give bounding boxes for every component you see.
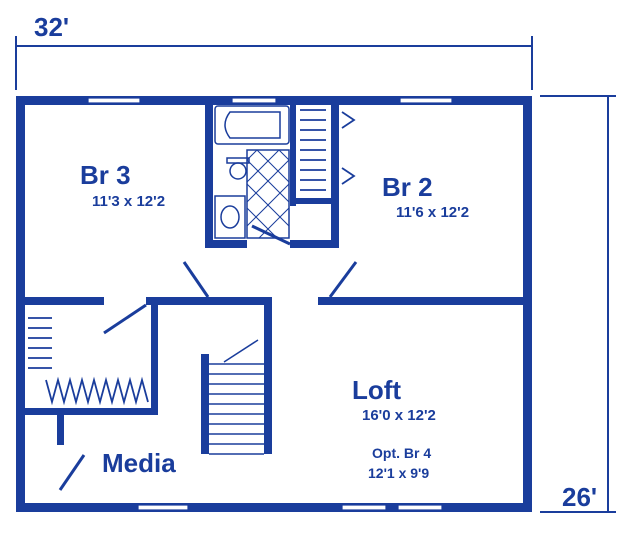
closet-left-hangers — [28, 317, 52, 369]
room-media-name: Media — [102, 448, 176, 478]
door-bath — [251, 224, 291, 246]
room-br3-name: Br 3 — [80, 160, 131, 190]
window-south-2 — [341, 504, 387, 511]
walls — [16, 96, 532, 512]
window-br2 — [399, 97, 453, 104]
door-br3 — [182, 261, 210, 298]
closet-wall-east — [331, 96, 339, 248]
door-media — [58, 454, 86, 491]
door-br2 — [328, 261, 358, 298]
closet-wall-bottom — [290, 240, 339, 248]
bath-tile-floor — [246, 149, 290, 239]
window-br3 — [87, 97, 141, 104]
bath-wall-west — [205, 96, 213, 248]
toilet-tank — [226, 157, 250, 164]
bath-closet-divider — [290, 96, 296, 206]
door-closet-left — [103, 303, 147, 335]
stairs — [209, 339, 264, 455]
room-loft-size: 16'0 x 12'2 — [362, 407, 436, 424]
bathtub — [214, 105, 290, 145]
closet-wall-bottom-left — [16, 408, 158, 415]
partition-west — [16, 297, 104, 305]
bathtub-basin — [224, 111, 281, 139]
stair-treads — [209, 363, 264, 455]
closet-wall-right — [151, 297, 158, 415]
overall-depth-label: 26' — [562, 482, 598, 512]
partition-center — [146, 297, 271, 305]
room-loft-note-size: 12'1 x 9'9 — [368, 465, 430, 481]
stair-wall-right — [264, 297, 272, 454]
stair-arrow-line — [223, 339, 259, 363]
closet-br2-hangers — [300, 109, 326, 191]
stair-wall-left — [201, 354, 209, 454]
toilet-icon — [229, 162, 247, 180]
closet-br2-shelf — [341, 111, 356, 185]
room-br3-size: 11'3 x 12'2 — [92, 193, 166, 210]
closet-inner-wall — [296, 198, 339, 204]
wall-south — [16, 503, 532, 512]
sink-icon — [220, 205, 240, 229]
bath-tile-grid — [246, 149, 290, 239]
room-loft-name: Loft — [352, 375, 402, 405]
room-br2-size: 11'6 x 12'2 — [396, 204, 470, 221]
bath-wall-bottom — [205, 240, 247, 248]
closet-bottom-hangers — [45, 376, 149, 406]
room-loft-note: Opt. Br 4 — [372, 445, 432, 461]
window-south-3 — [397, 504, 443, 511]
window-south-1 — [137, 504, 189, 511]
bath-fixtures — [214, 105, 290, 239]
partition-east — [318, 297, 532, 305]
closet-rods — [28, 109, 356, 406]
dimension-lines — [15, 36, 616, 513]
media-stub-wall — [57, 415, 64, 445]
windows — [87, 97, 453, 511]
overall-width-label: 32' — [34, 12, 70, 42]
room-br2-name: Br 2 — [382, 172, 433, 202]
window-bath — [231, 97, 277, 104]
doors — [58, 224, 358, 491]
vanity — [214, 195, 246, 239]
